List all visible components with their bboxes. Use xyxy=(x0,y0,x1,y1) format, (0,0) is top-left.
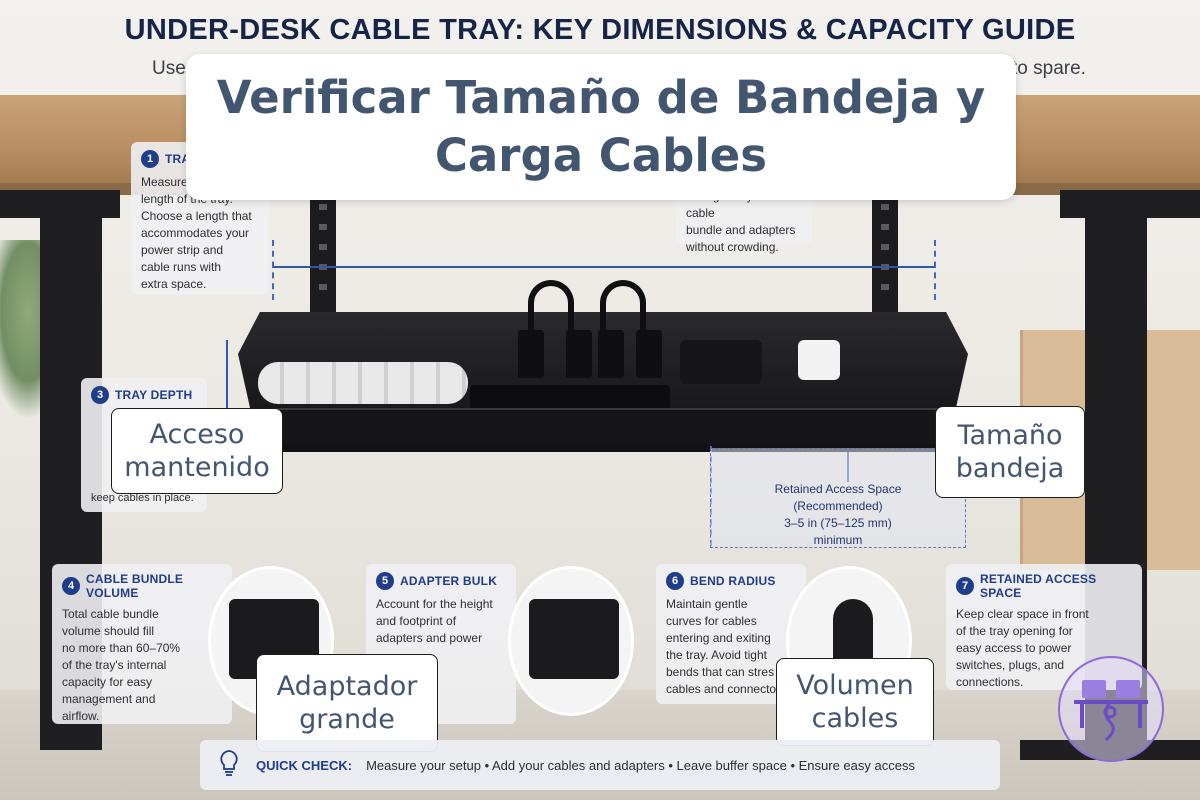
desk-frame-right xyxy=(1060,190,1200,218)
card-body: Total cable bundle volume should fill no… xyxy=(62,606,222,725)
card-line: Choose a length that xyxy=(141,209,252,223)
card-line: cable runs with xyxy=(141,260,222,274)
step-number-badge: 6 xyxy=(666,572,684,590)
tray-bracket-left xyxy=(310,190,336,320)
tray-length-dimension-line xyxy=(272,266,936,268)
card-line: bends that can stres xyxy=(666,665,775,679)
card-line: entering and exiting xyxy=(666,631,771,645)
card-line: bundle and adapters xyxy=(686,223,796,237)
card-line: switches, plugs, and xyxy=(956,658,1065,672)
overlay-title: Verificar Tamaño de Bandeja y Carga Cabl… xyxy=(186,54,1016,200)
callout-line: Acceso xyxy=(149,419,245,450)
card-line: capacity for easy xyxy=(62,675,153,689)
card-title: ADAPTER BULK xyxy=(400,574,498,588)
callout-line: mantenido xyxy=(124,452,270,483)
card-line: Account for the height xyxy=(376,597,493,611)
guide-line xyxy=(272,240,274,300)
usb-charger xyxy=(798,340,840,380)
overlay-title-line-1: Verificar Tamaño de Bandeja y xyxy=(216,71,986,124)
cable-loop xyxy=(528,280,574,340)
page-title: UNDER-DESK CABLE TRAY: KEY DIMENSIONS & … xyxy=(124,14,1076,46)
card-line: curves for cables xyxy=(666,614,757,628)
card-line: no more than 60–70% xyxy=(62,641,181,655)
card-line: Keep clear space in front xyxy=(956,607,1089,621)
card-body: Account for the height and footprint of … xyxy=(376,596,506,647)
access-space-label: Retained Access Space xyxy=(774,482,902,496)
card-line: of the tray's internal xyxy=(62,658,167,672)
plug xyxy=(598,330,624,378)
callout-line: Volumen xyxy=(796,670,914,701)
step-number-badge: 5 xyxy=(376,572,394,590)
card-line: Total cable bundle xyxy=(62,607,159,621)
card-line: power strip and xyxy=(141,243,224,257)
plug xyxy=(636,330,662,378)
access-space-note: (Recommended) xyxy=(793,499,883,513)
quick-check-bar: QUICK CHECK: Measure your setup • Add yo… xyxy=(200,740,1000,790)
quick-check-label: QUICK CHECK: xyxy=(256,757,353,773)
card-line: extra space. xyxy=(141,277,207,291)
adapter-closeup xyxy=(508,566,634,716)
power-adapter xyxy=(680,340,762,384)
card-line: Measure xyxy=(141,175,188,189)
tray-bracket-right xyxy=(872,190,898,320)
callout-adaptador-grande: Adaptador grande xyxy=(256,654,438,752)
callout-line: Tamaño xyxy=(957,420,1063,451)
callout-line: cables xyxy=(811,703,899,734)
card-line: of the tray opening for xyxy=(956,624,1073,638)
card-line: airflow. xyxy=(62,709,100,723)
card-line: Maintain gentle xyxy=(666,597,748,611)
plug xyxy=(566,330,592,378)
desk-cable-logo-icon xyxy=(1058,656,1164,762)
step-number-badge: 4 xyxy=(62,577,80,595)
card-line: adapters and power xyxy=(376,631,483,645)
card-line: without crowding. xyxy=(686,240,779,254)
step-number-badge: 1 xyxy=(141,150,159,168)
desk-frame-left xyxy=(0,190,120,218)
card-body: Measure length of the tray. Choose a len… xyxy=(141,174,259,293)
lightbulb-icon xyxy=(216,748,242,783)
card-line: accommodates your xyxy=(141,226,250,240)
callout-acceso-mantenido: Acceso mantenido xyxy=(111,408,283,494)
step-number-badge: 3 xyxy=(91,386,109,404)
card-line: connections. xyxy=(956,675,1024,689)
access-space-measurement: 3–5 in (75–125 mm) xyxy=(784,516,892,530)
cable-loop xyxy=(600,280,646,340)
callout-tamano-bandeja: Tamaño bandeja xyxy=(935,406,1085,498)
card-line: easy access to power xyxy=(956,641,1072,655)
card-line: cables and connecto xyxy=(666,682,777,696)
subtitle-end: to spare. xyxy=(1012,58,1086,79)
bend-radius-closeup xyxy=(786,566,912,716)
callout-line: Adaptador xyxy=(276,671,418,702)
guide-line xyxy=(934,240,936,300)
retained-access-space-zone: Retained Access Space (Recommended) 3–5 … xyxy=(710,448,966,548)
callout-line: grande xyxy=(299,704,395,735)
access-space-minimum: minimum xyxy=(813,533,863,547)
card-line: and footprint of xyxy=(376,614,457,628)
card-line: management and xyxy=(62,692,156,706)
card-title: BEND RADIUS xyxy=(690,574,776,588)
cable-bundle xyxy=(258,362,468,404)
callout-volumen-cables: Volumen cables xyxy=(776,658,934,746)
subtitle-start: Use xyxy=(152,58,186,79)
tray-front-lip xyxy=(250,408,956,444)
card-title: RETAINED ACCESS SPACE xyxy=(980,572,1097,600)
card-title: TRA xyxy=(165,152,191,166)
overlay-title-line-2: Carga Cables xyxy=(434,129,768,182)
tray-depth-dimension-line xyxy=(226,340,228,412)
card-title: CABLE BUNDLE VOLUME xyxy=(86,572,184,600)
step-number-badge: 7 xyxy=(956,577,974,595)
card-line: volume should fill xyxy=(62,624,155,638)
card-line: the tray. Avoid tight xyxy=(666,648,767,662)
card-title: TRAY DEPTH xyxy=(115,388,193,402)
card-line: keep cables in place. xyxy=(91,492,194,504)
quick-check-items: Measure your setup • Add your cables and… xyxy=(366,757,915,773)
plug xyxy=(518,330,544,378)
callout-line: bandeja xyxy=(955,453,1065,484)
power-strip xyxy=(470,385,670,411)
card-body: Maintain gentle curves for cables enteri… xyxy=(666,596,796,698)
info-card-cable-bundle-volume: 4 CABLE BUNDLE VOLUME Total cable bundle… xyxy=(52,564,232,724)
card-body: Keep clear space in front of the tray op… xyxy=(956,606,1132,691)
